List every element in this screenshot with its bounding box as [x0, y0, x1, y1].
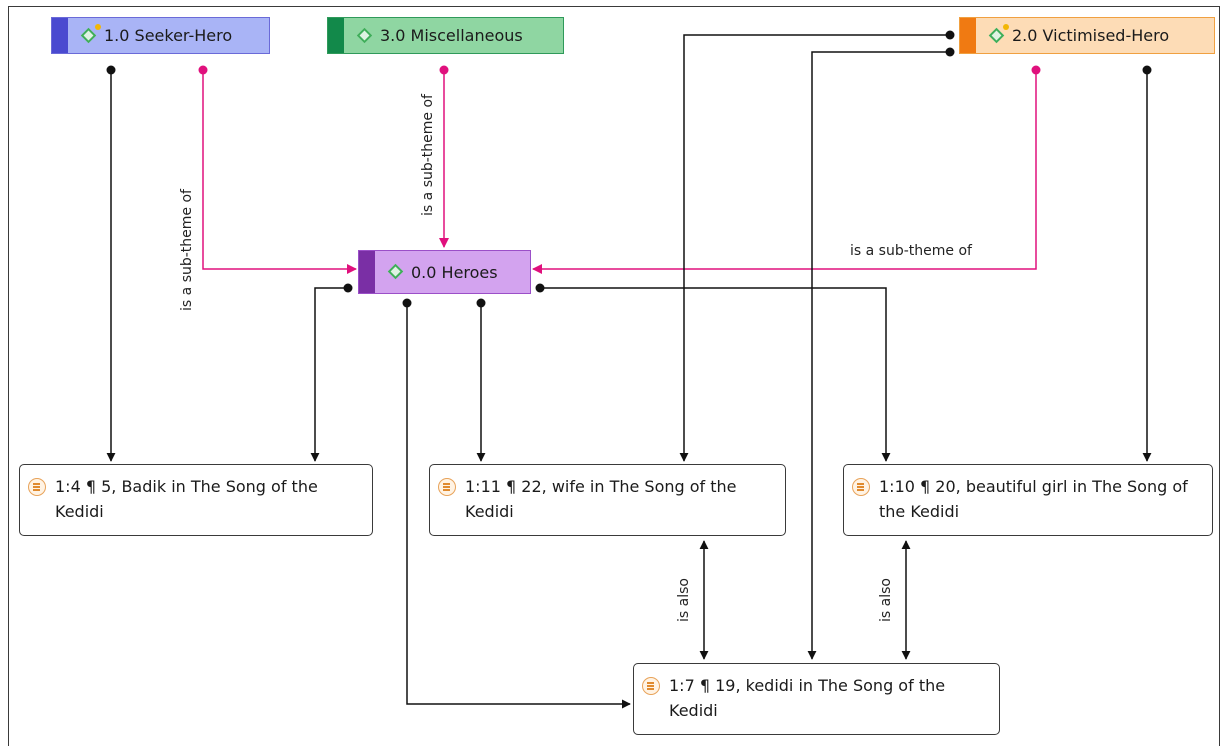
relation-label-is-also-wife: is also [676, 578, 692, 622]
network-view-frame [8, 6, 1220, 746]
sub-theme-links [202, 70, 1037, 274]
link-start-dot [402, 298, 412, 308]
quotation-document-icon [852, 478, 870, 496]
quotation-document-icon [28, 478, 46, 496]
quotation-label: 1:11 ¶ 22, wife in The Song of the Kedid… [465, 477, 737, 521]
code-color-stripe [359, 251, 375, 293]
code-label: 1.0 Seeker-Hero [104, 26, 233, 45]
quotation-label: 1:10 ¶ 20, beautiful girl in The Song of… [879, 477, 1188, 521]
quotation-label: 1:7 ¶ 19, kedidi in The Song of the Kedi… [669, 676, 946, 720]
diamond-code-icon [356, 27, 374, 45]
quotation-document-icon [438, 478, 456, 496]
relation-label-misc: is a sub-theme of [420, 93, 436, 216]
quotation-node-badik[interactable]: 1:4 ¶ 5, Badik in The Song of the Kedidi [19, 464, 373, 536]
code-label: 0.0 Heroes [411, 262, 498, 282]
link-start-dot [198, 65, 208, 75]
link-heroes-to-girl[interactable] [540, 287, 891, 462]
link-heroes-to-kedidi[interactable] [406, 303, 631, 709]
link-start-dot [535, 283, 545, 293]
link-victimised-to-kedidi[interactable] [807, 51, 950, 660]
diamond-code-icon [80, 23, 101, 45]
link-start-dot [945, 30, 955, 40]
quotation-node-beautiful-girl[interactable]: 1:10 ¶ 20, beautiful girl in The Song of… [843, 464, 1213, 536]
link-start-dot [945, 47, 955, 57]
code-color-stripe [328, 18, 344, 53]
link-victimised-to-wife[interactable] [679, 34, 950, 462]
quotation-document-icon [642, 677, 660, 695]
code-node-heroes[interactable]: 0.0 Heroes [358, 250, 531, 294]
link-start-dot [343, 283, 353, 293]
code-node-seeker-hero[interactable]: 1.0 Seeker-Hero [51, 17, 270, 54]
link-victimised-to-heroes[interactable] [532, 70, 1037, 274]
relation-label-is-also-girl: is also [878, 578, 894, 622]
diamond-code-icon [988, 23, 1009, 45]
code-color-stripe [960, 18, 976, 53]
link-seeker-to-heroes[interactable] [202, 70, 357, 274]
relation-label-seeker: is a sub-theme of [179, 188, 195, 311]
link-start-dot [1142, 65, 1152, 75]
diamond-code-icon [387, 263, 405, 281]
link-start-dot [1031, 65, 1041, 75]
link-start-dot [439, 65, 449, 75]
quotation-label: 1:4 ¶ 5, Badik in The Song of the Kedidi [55, 477, 318, 521]
quotation-links [106, 34, 1152, 709]
link-start-dot [476, 298, 486, 308]
relation-label-victimised: is a sub-theme of [850, 243, 973, 259]
code-label: 2.0 Victimised-Hero [1012, 26, 1170, 45]
code-color-stripe [52, 18, 68, 53]
code-node-victimised-hero[interactable]: 2.0 Victimised-Hero [959, 17, 1215, 54]
code-label: 3.0 Miscellaneous [380, 26, 523, 45]
link-heroes-to-badik[interactable] [310, 287, 348, 462]
quotation-node-kedidi[interactable]: 1:7 ¶ 19, kedidi in The Song of the Kedi… [633, 663, 1000, 735]
code-node-miscellaneous[interactable]: 3.0 Miscellaneous [327, 17, 564, 54]
quotation-node-wife[interactable]: 1:11 ¶ 22, wife in The Song of the Kedid… [429, 464, 786, 536]
link-start-dot [106, 65, 116, 75]
